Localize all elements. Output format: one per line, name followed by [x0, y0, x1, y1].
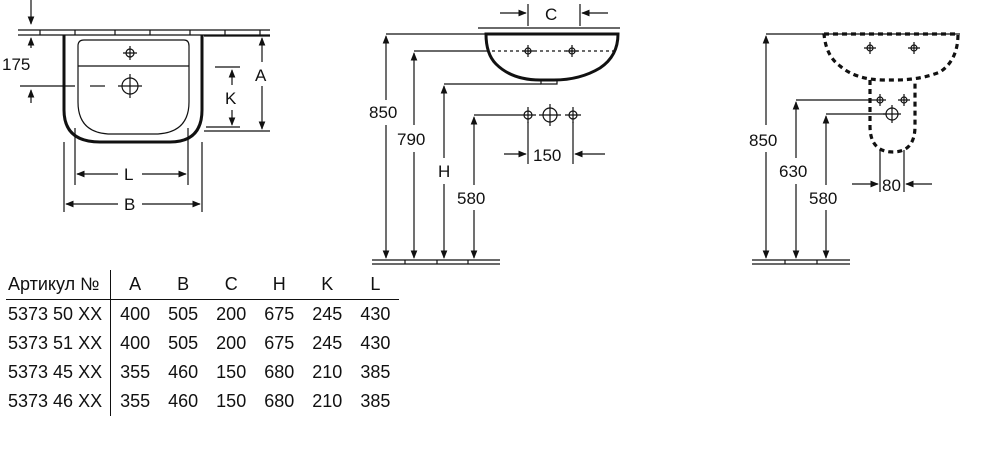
cell-H: 675: [264, 333, 295, 353]
top-view: 175 A K L B: [2, 0, 270, 214]
table-row: 5373 51 XX 400 505 200 675 245 430: [6, 329, 399, 358]
dim-580-label: 580: [809, 189, 837, 208]
dim-150-label: 150: [533, 146, 561, 165]
dim-630-label: 630: [779, 162, 807, 181]
column-header-article: Артикул №: [6, 270, 112, 300]
cell-K: 245: [312, 333, 343, 353]
dim-H-label: H: [438, 162, 450, 181]
cell-L: 430: [360, 304, 391, 324]
cell-article: 5373 45 XX: [6, 358, 112, 387]
cell-L: 385: [360, 391, 391, 411]
cell-article: 5373 46 XX: [6, 387, 112, 416]
dimensions-table: Артикул № A B C H K L 5373 50 XX 400 505…: [6, 270, 400, 416]
cell-K: 245: [312, 304, 343, 324]
column-header-B: B: [159, 270, 208, 300]
supply-fitting-icon: [520, 104, 581, 126]
cell-C: 150: [216, 391, 247, 411]
column-header-C: C: [207, 270, 256, 300]
dim-A-label: A: [255, 66, 267, 85]
tap-hole-icon: [864, 42, 920, 54]
cell-A: 400: [120, 304, 151, 324]
dim-K-label: K: [225, 89, 237, 108]
basin-bowl: [77, 39, 190, 135]
cell-C: 200: [216, 304, 247, 324]
dim-C-label: C: [545, 5, 557, 24]
table-header-row: Артикул № A B C H K L: [6, 270, 400, 300]
column-header-L: L: [351, 270, 400, 300]
dim-B-label: B: [124, 195, 135, 214]
table-row: 5373 45 XX 355 460 150 680 210 385: [6, 358, 399, 387]
drain-icon: [90, 74, 142, 98]
tap-hole-icon: [522, 45, 578, 57]
cell-H: 680: [264, 362, 295, 382]
cell-B: 505: [168, 304, 199, 324]
cell-K: 210: [312, 362, 343, 382]
table-row: 5373 46 XX 355 460 150 680 210 385: [6, 387, 399, 416]
dim-790-label: 790: [397, 130, 425, 149]
column-header-H: H: [255, 270, 304, 300]
cell-article: 5373 50 XX: [6, 299, 112, 329]
pedestal-dashed-outline: [868, 80, 917, 154]
cell-C: 200: [216, 333, 247, 353]
cell-L: 385: [360, 362, 391, 382]
cell-B: 460: [168, 391, 199, 411]
basin-dashed-outline: [822, 32, 960, 82]
tap-hole-icon: [123, 46, 137, 60]
cell-A: 400: [120, 333, 151, 353]
table-row: 5373 50 XX 400 505 200 675 245 430: [6, 299, 399, 329]
dim-L-label: L: [124, 165, 133, 184]
column-header-K: K: [303, 270, 352, 300]
cell-H: 675: [264, 304, 295, 324]
cell-L: 430: [360, 333, 391, 353]
cell-article: 5373 51 XX: [6, 329, 112, 358]
dim-80-label: 80: [882, 176, 901, 195]
supply-fitting-icon: [874, 94, 910, 123]
dim-580-label: 580: [457, 189, 485, 208]
cell-C: 150: [216, 362, 247, 382]
dim-175-label: 175: [2, 55, 30, 74]
pedestal-view: 850 630 580 80: [749, 32, 960, 265]
cell-H: 680: [264, 391, 295, 411]
dim-850-label: 850: [369, 103, 397, 122]
column-header-A: A: [110, 270, 160, 300]
cell-B: 460: [168, 362, 199, 382]
basin-outline: [62, 35, 204, 144]
basin-side-outline: [484, 32, 620, 82]
cell-A: 355: [120, 391, 151, 411]
cell-B: 505: [168, 333, 199, 353]
side-view: C 850 790 H 580 150: [369, 4, 620, 265]
cell-A: 355: [120, 362, 151, 382]
dim-850-label: 850: [749, 131, 777, 150]
cell-K: 210: [312, 391, 343, 411]
